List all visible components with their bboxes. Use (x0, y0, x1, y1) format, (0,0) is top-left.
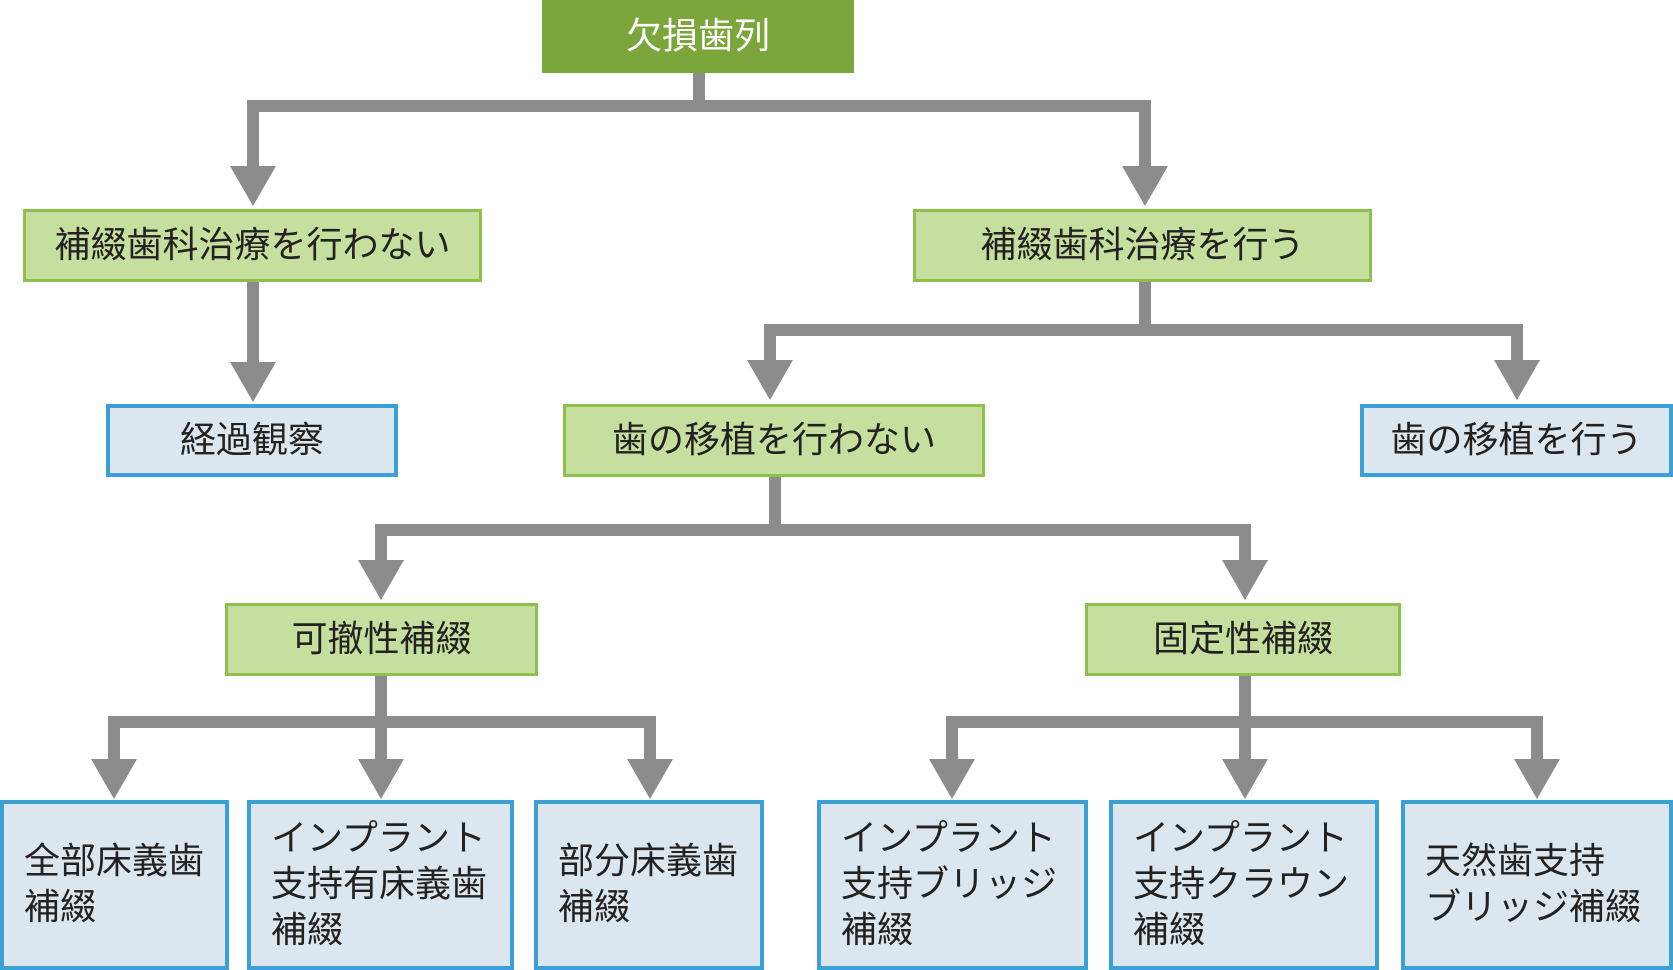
node-line: インプラント (1133, 818, 1348, 859)
arrowhead (1494, 360, 1540, 400)
arrowhead (91, 759, 137, 799)
connector-fixed (946, 676, 1543, 763)
connector-root (247, 72, 1151, 168)
node-line: 補綴 (558, 887, 631, 928)
node-complete-denture: 全部床義歯 補綴 (0, 800, 229, 970)
node-line: インプラント (271, 818, 486, 859)
node-implant-crown: インプラント 支持クラウン 補綴 (1109, 800, 1379, 970)
node-line: 支持有床義歯 (271, 864, 488, 905)
arrowhead (1222, 560, 1268, 600)
connector-prosthetic (764, 281, 1523, 364)
node-fixed: 固定性補綴 (1085, 603, 1401, 676)
arrowhead (627, 759, 673, 799)
node-line: 補綴 (1133, 910, 1206, 951)
node-line: インプラント (841, 818, 1056, 859)
node-line: ブリッジ補綴 (1425, 887, 1642, 928)
node-line: 補綴 (841, 910, 914, 951)
node-line: 天然歯支持 (1425, 841, 1606, 882)
connector-removable (108, 676, 656, 763)
arrowhead (230, 362, 276, 402)
arrowhead (230, 166, 276, 206)
node-observation: 経過観察 (106, 404, 398, 477)
node-implant-denture: インプラント 支持有床義歯 補綴 (247, 800, 514, 970)
node-partial-denture: 部分床義歯 補綴 (534, 800, 764, 970)
node-line: 補綴 (24, 887, 97, 928)
node-implant-bridge: インプラント 支持ブリッジ 補綴 (817, 800, 1088, 970)
node-line: 全部床義歯 (24, 841, 205, 882)
node-no-transplant: 歯の移植を行わない (563, 404, 985, 477)
node-prosthetic: 補綴歯科治療を行う (913, 209, 1372, 282)
arrowhead (747, 360, 793, 400)
arrowhead (358, 759, 404, 799)
arrowhead (358, 560, 404, 600)
node-natural-bridge: 天然歯支持 ブリッジ補綴 (1401, 800, 1673, 970)
arrowhead (1222, 759, 1268, 799)
node-root: 欠損歯列 (542, 0, 854, 73)
connector-no-transplant (375, 477, 1251, 564)
node-line: 支持クラウン (1133, 864, 1350, 905)
node-no-prosthetic: 補綴歯科治療を行わない (23, 209, 482, 282)
arrowhead (1514, 759, 1560, 799)
node-removable: 可撤性補綴 (225, 603, 538, 676)
node-transplant: 歯の移植を行う (1360, 404, 1673, 477)
arrowhead (1122, 166, 1168, 206)
arrowhead (929, 759, 975, 799)
node-line: 部分床義歯 (558, 841, 739, 882)
node-line: 支持ブリッジ (841, 864, 1058, 905)
node-line: 補綴 (271, 910, 344, 951)
